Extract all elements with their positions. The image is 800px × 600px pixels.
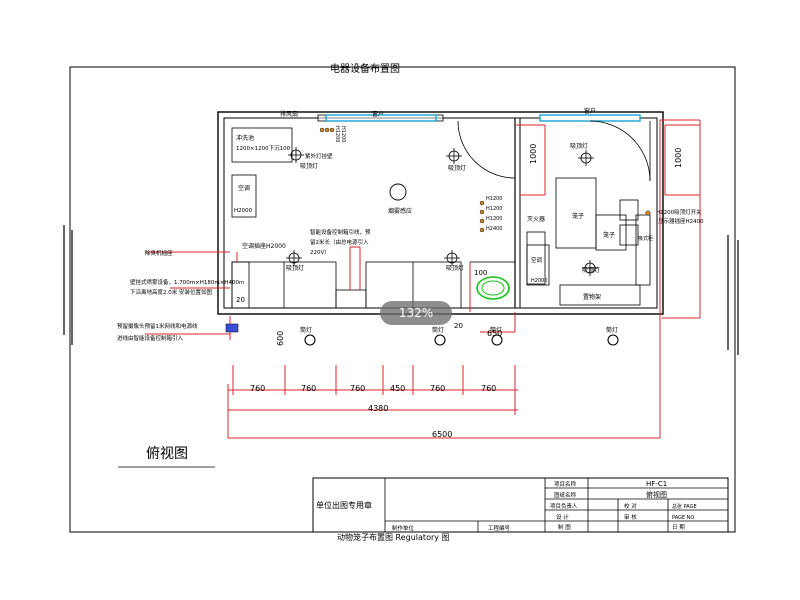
wall-device-note-1: 壁挂式喷雾设备，1.700m×H180m×H400m bbox=[130, 278, 244, 286]
smoke-label: 烟雾感应 bbox=[388, 207, 412, 215]
dim-600: 600 bbox=[276, 331, 285, 346]
lamp-label-1: 吸顶灯 bbox=[300, 162, 318, 170]
dim-650: 650 bbox=[487, 329, 502, 338]
spot-label-3: 筒灯 bbox=[490, 326, 502, 334]
uv-lamp-label: 紫外灯挂壁 bbox=[305, 152, 333, 160]
lamp-label-5: 吸顶灯 bbox=[570, 142, 588, 150]
height-h1: H1200 bbox=[334, 126, 340, 142]
ac-left-label: 空调 bbox=[238, 184, 250, 192]
storage-label: 置物架 bbox=[583, 293, 601, 301]
dim-seg-6: 760 bbox=[481, 384, 496, 393]
wall-device-note-2: 下沿离地高度2.0米 安装位置如图 bbox=[130, 288, 212, 296]
basin-icon bbox=[476, 276, 510, 300]
dim-1000b: 1000 bbox=[674, 148, 683, 168]
spot-label-4: 筒灯 bbox=[606, 326, 618, 334]
page-b-label: PAGE NO bbox=[672, 515, 694, 521]
ac-socket-label: 空调插座H2000 bbox=[242, 242, 286, 250]
page-a-label: 总张 PAGE bbox=[672, 503, 697, 510]
dim-total-6500: 6500 bbox=[432, 430, 452, 439]
red-leader-lines bbox=[145, 119, 701, 439]
cage-label-1: 笼子 bbox=[572, 212, 584, 220]
right-switch-label: H1200吸顶灯开关 bbox=[656, 208, 702, 216]
exhaust-fan-label: 排风扇 bbox=[280, 110, 298, 118]
bottom-title: 动物笼子布置图 Regulatory 图 bbox=[337, 532, 450, 542]
dim-seg-2: 760 bbox=[301, 384, 316, 393]
socket-markers bbox=[319, 127, 651, 233]
camera-note-1: 预留摄像头预留1米网线和电源线 bbox=[117, 322, 198, 330]
ceiling-lamp-icons bbox=[286, 147, 598, 276]
lamp-label-4: 吸顶灯 bbox=[446, 264, 464, 272]
dim-20b: 20 bbox=[454, 322, 463, 330]
ac-right-label: 空调 bbox=[531, 256, 543, 264]
fire-ext-label: 灭火器 bbox=[527, 216, 545, 223]
sterilize-socket-label: 除臭机插座 bbox=[145, 249, 173, 257]
lamp-label-3: 吸顶灯 bbox=[286, 264, 304, 272]
lamp-label-2: 吸顶灯 bbox=[448, 164, 466, 172]
right-room-furniture bbox=[526, 177, 651, 306]
check-label: 校 对 bbox=[624, 502, 637, 510]
sink-label: 冲洗池 bbox=[236, 134, 254, 142]
title-block bbox=[312, 477, 729, 533]
height-h3: H1200 bbox=[486, 196, 502, 202]
dim-seg-1: 760 bbox=[250, 384, 265, 393]
edge-marks bbox=[63, 225, 739, 355]
dim-seg-3: 760 bbox=[350, 384, 365, 393]
dim-100: 100 bbox=[474, 269, 487, 277]
door-swings bbox=[457, 120, 651, 182]
ac-right-height: H2000 bbox=[531, 278, 547, 284]
date-label: 日 期 bbox=[672, 524, 685, 531]
lamp-label-6: 吸顶灯 bbox=[582, 266, 600, 274]
height-h2: H1200 bbox=[340, 126, 346, 142]
sheet-no-label: 工程编号 bbox=[488, 524, 511, 532]
height-h4: H1200 bbox=[486, 206, 502, 212]
ac-left-height: H2000 bbox=[234, 208, 253, 214]
height-h6: H2400 bbox=[486, 226, 502, 232]
camera-note-2: 进线由智能设备控制箱引入 bbox=[117, 334, 184, 342]
design-label: 设 计 bbox=[556, 513, 569, 521]
window-right-label: 窗户 bbox=[584, 107, 596, 115]
sink-spec: 1200×1200下沉100 bbox=[236, 144, 291, 152]
cabinets bbox=[231, 261, 462, 309]
sink-area bbox=[231, 127, 293, 163]
sheet-border bbox=[69, 66, 736, 533]
height-h5: H1200 bbox=[486, 216, 502, 222]
drawing-name-label: 图纸名称 bbox=[554, 491, 577, 499]
project-name-label: 项目名称 bbox=[554, 480, 577, 488]
control-note-2: 留2米长（由总电源引入 bbox=[310, 238, 369, 246]
ac-left bbox=[231, 174, 257, 218]
unit-label: 制作单位 bbox=[392, 524, 415, 532]
stamp-label: 单位出图专用章 bbox=[316, 500, 372, 510]
dimension-chain bbox=[228, 365, 518, 415]
review-label: 审 核 bbox=[624, 513, 637, 521]
dim-1000a: 1000 bbox=[529, 144, 538, 164]
zoom-indicator: 132% bbox=[380, 301, 452, 325]
spot-label-2: 筒灯 bbox=[432, 326, 444, 334]
drawing-name: 俯视图 bbox=[646, 490, 667, 499]
cabinet-label: 吸式柜 bbox=[638, 235, 653, 242]
spot-label-1: 筒灯 bbox=[300, 326, 312, 334]
dim-seg-4: 450 bbox=[390, 384, 405, 393]
cage-label-2: 笼子 bbox=[603, 231, 615, 239]
window-left-label: 窗户 bbox=[372, 110, 384, 118]
draw-label: 制 图 bbox=[558, 523, 571, 531]
view-label: 俯视图 bbox=[146, 446, 188, 462]
spot-light-icons bbox=[304, 334, 619, 346]
smoke-detector-icon bbox=[389, 183, 407, 201]
dim-total-4380: 4380 bbox=[368, 404, 388, 413]
right-socket-label: 显示器插座H2400 bbox=[658, 217, 704, 225]
manager-label: 项目负责人 bbox=[550, 502, 578, 510]
camera-icon bbox=[225, 323, 239, 333]
top-title: 电器设备布置图 bbox=[330, 62, 400, 75]
dim-20a: 20 bbox=[236, 296, 245, 304]
control-note-3: 220V） bbox=[310, 249, 330, 256]
dim-seg-5: 760 bbox=[430, 384, 445, 393]
control-note-1: 智能设备控制箱引线，预 bbox=[310, 228, 371, 236]
project-name: HF-C1 bbox=[646, 480, 667, 488]
